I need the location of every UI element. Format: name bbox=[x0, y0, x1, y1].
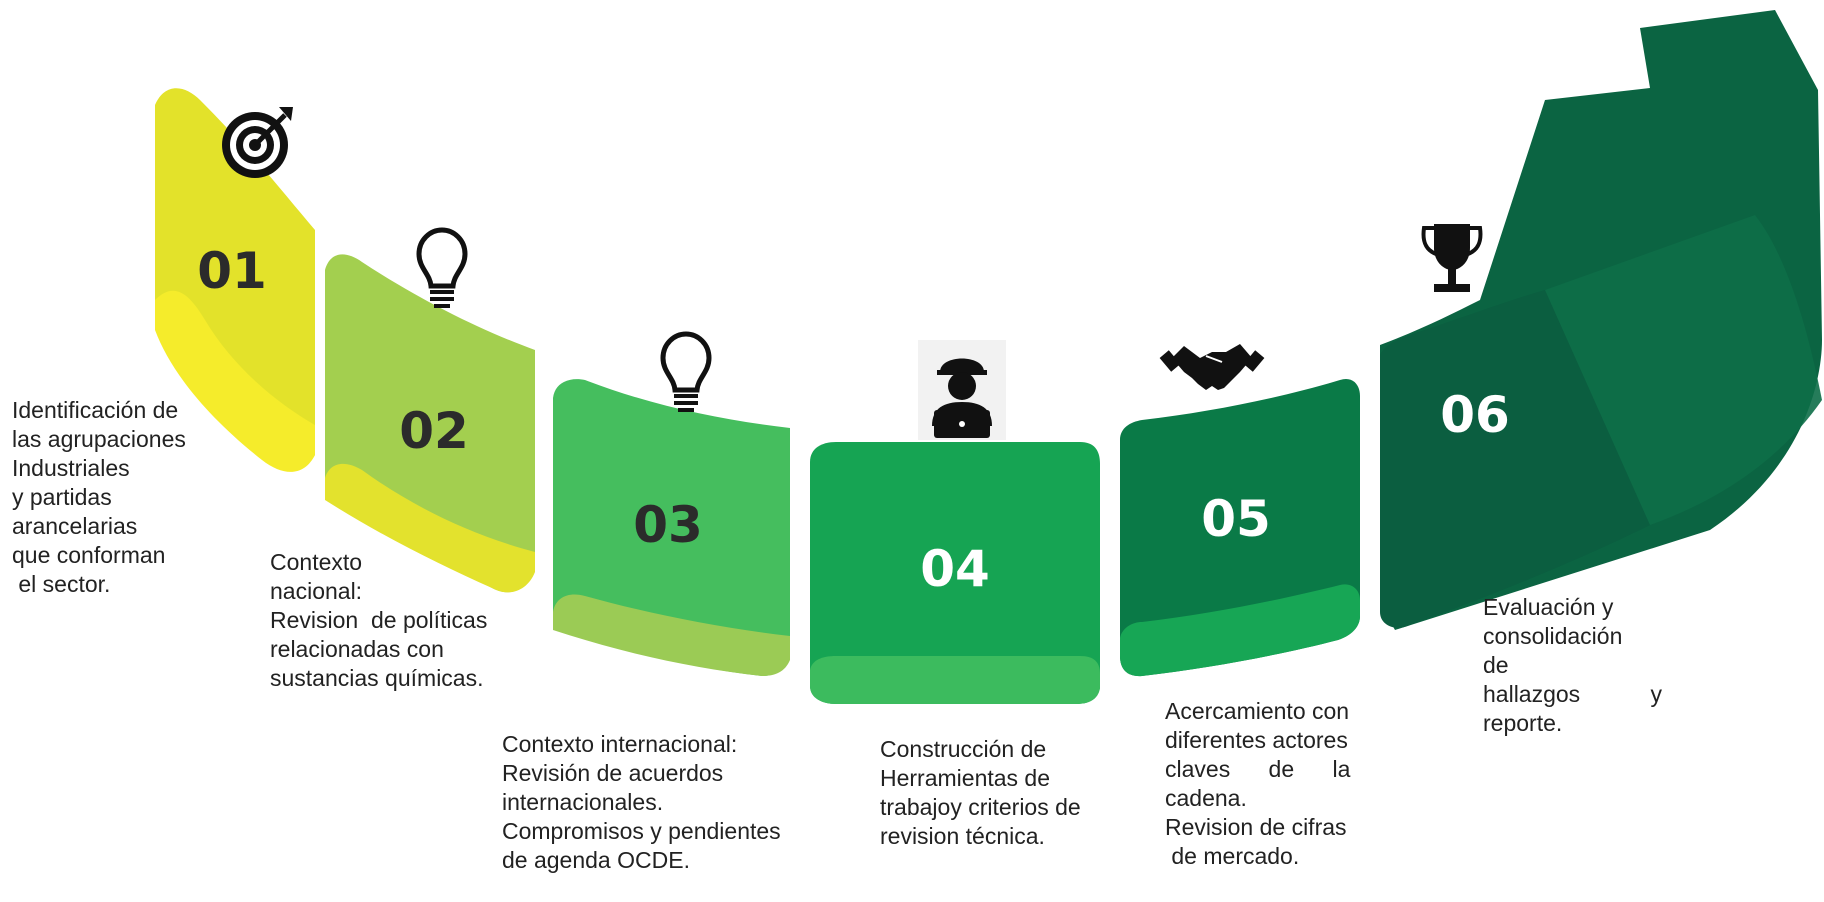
description-line: diferentes actores bbox=[1165, 727, 1348, 753]
description-line: relacionadas con bbox=[270, 636, 444, 662]
step-03-description: Contexto internacional: Revisión de acuer… bbox=[502, 730, 781, 875]
step-04-number: 04 bbox=[920, 540, 990, 598]
trophy-icon bbox=[1421, 224, 1483, 292]
lightbulb-icon bbox=[660, 331, 712, 412]
step-01-tile bbox=[155, 88, 315, 472]
description-line: Revision de políticas bbox=[270, 607, 488, 633]
description-line: Construcción de bbox=[880, 736, 1047, 762]
description-line: sustancias químicas. bbox=[270, 665, 484, 691]
description-line: el sector. bbox=[12, 571, 111, 597]
handshake-icon bbox=[1159, 344, 1265, 390]
description-line: de agenda OCDE. bbox=[502, 847, 690, 873]
description-line: Revisión de acuerdos bbox=[502, 760, 724, 786]
worker-laptop-icon bbox=[918, 340, 1006, 440]
step-03-tile bbox=[553, 379, 790, 676]
step-01-number: 01 bbox=[197, 242, 267, 300]
description-line: internacionales. bbox=[502, 789, 664, 815]
description-line: revision técnica. bbox=[880, 823, 1045, 849]
description-line: Industriales bbox=[12, 455, 130, 481]
description-line: Compromisos y pendientes bbox=[502, 818, 781, 844]
description-line: Identificación de bbox=[12, 397, 179, 423]
description-line: hallazgos y bbox=[1483, 681, 1662, 707]
description-line: las agrupaciones bbox=[12, 426, 186, 452]
target-icon bbox=[222, 107, 293, 178]
step-02-tile bbox=[325, 254, 535, 593]
step-04-description: Construcción de Herramientas de trabajoy c… bbox=[880, 735, 1081, 851]
lightbulb-icon bbox=[416, 227, 468, 308]
description-line: que conforman bbox=[12, 542, 166, 568]
description-line: de bbox=[1483, 652, 1509, 678]
description-line: Contexto bbox=[270, 549, 363, 575]
description-line: y partidas bbox=[12, 484, 112, 510]
description-line: trabajoy criterios de bbox=[880, 794, 1081, 820]
step-02-description: Contexto nacional: Revision de políticas re… bbox=[270, 548, 487, 693]
step-03-number: 03 bbox=[633, 496, 703, 554]
description-line: Herramientas de bbox=[880, 765, 1051, 791]
description-line: Revision de cifras bbox=[1165, 814, 1347, 840]
description-line: reporte. bbox=[1483, 710, 1563, 736]
step-05-tile bbox=[1120, 378, 1360, 677]
description-line: arancelarias bbox=[12, 513, 138, 539]
description-line: Acercamiento con bbox=[1165, 698, 1350, 724]
step-02-number: 02 bbox=[399, 402, 469, 460]
description-line: nacional: bbox=[270, 578, 363, 604]
description-line: Contexto internacional: bbox=[502, 731, 738, 757]
description-line: de mercado. bbox=[1165, 843, 1300, 869]
step-06-tile bbox=[1380, 290, 1650, 628]
description-line: cadena. bbox=[1165, 785, 1247, 811]
step-06-description: Evaluación y consolidación de hallazgos y re… bbox=[1483, 593, 1662, 738]
step-04-tile bbox=[810, 442, 1100, 704]
step-05-number: 05 bbox=[1201, 490, 1271, 548]
step-06-number: 06 bbox=[1440, 386, 1510, 444]
description-line: claves de la bbox=[1165, 756, 1351, 782]
description-line: Evaluación y bbox=[1483, 594, 1614, 620]
description-line: consolidación bbox=[1483, 623, 1623, 649]
step-05-description: Acercamiento con diferentes actores claves… bbox=[1165, 697, 1350, 871]
